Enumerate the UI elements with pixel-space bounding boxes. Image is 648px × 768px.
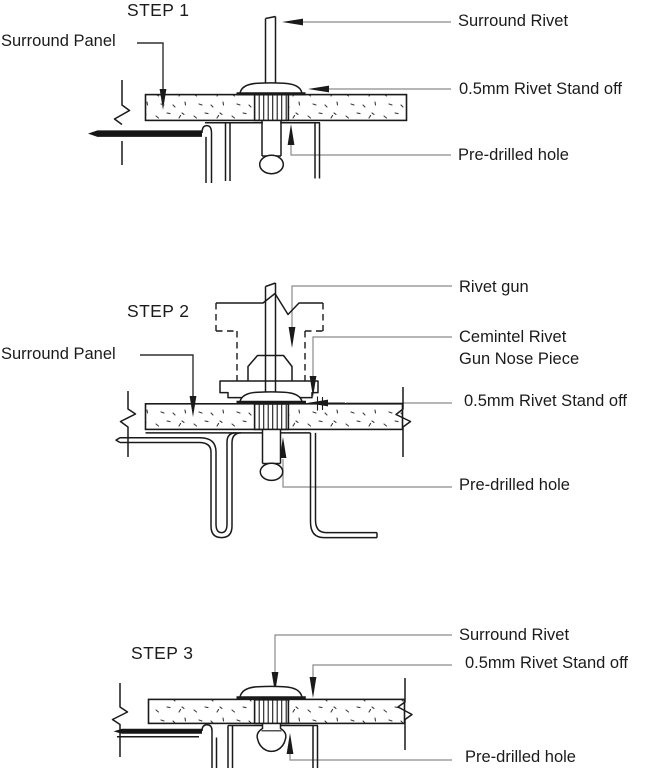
- step2-rivet-tail: [259, 429, 284, 482]
- step3-arrowheads: [271, 672, 317, 754]
- step2-label-rivet-stand-off: 0.5mm Rivet Stand off: [464, 392, 627, 410]
- step2-rivet-gun: [215, 292, 324, 381]
- step1-label-pre-drilled-hole: Pre-drilled hole: [458, 146, 569, 164]
- step3-rivet-ribbed-body: [253, 698, 290, 725]
- step2-break-line-left: [119, 391, 137, 457]
- step3-flashing-strip: [113, 724, 218, 768]
- step3-leader-lines: [274, 634, 452, 761]
- step3-label-rivet-stand-off: 0.5mm Rivet Stand off: [465, 654, 628, 672]
- step2-label-nose-piece-line2: Gun Nose Piece: [459, 350, 580, 368]
- step1-rivet-ribbed-body: [253, 93, 290, 122]
- step1-rivet-dome-head: [239, 82, 303, 94]
- step2-diagram: [115, 282, 452, 539]
- step3-label-pre-drilled-hole: Pre-drilled hole: [465, 748, 576, 766]
- step3-break-line-right: [397, 678, 413, 750]
- step3-rivet-dome-head: [236, 685, 306, 700]
- step2-mandrel-shaft: [264, 282, 277, 393]
- step1-leader-lines: [137, 21, 451, 156]
- step1-label-surround-rivet: Surround Rivet: [458, 12, 569, 30]
- step1-diagram: [88, 15, 451, 183]
- step1-title: STEP 1: [127, 0, 190, 20]
- step2-leader-lines: [140, 285, 452, 488]
- step1-rivet-tail: [258, 120, 285, 175]
- step2-rivet-ribbed-body: [253, 403, 290, 431]
- step2-mandrel-ball: [259, 462, 284, 482]
- step3-diagram: [111, 634, 452, 768]
- step2-furring-channel: [115, 432, 378, 539]
- step2-label-rivet-gun: Rivet gun: [459, 278, 529, 296]
- step2-label-pre-drilled-hole: Pre-drilled hole: [459, 476, 570, 494]
- step1-surround-rivet: [236, 15, 306, 96]
- step2-label-nose-piece-line1: Cemintel Rivet: [459, 328, 567, 346]
- step2-break-line-right: [395, 387, 412, 457]
- step2-rivet-dome-head: [236, 391, 306, 404]
- step1-label-surround-panel: Surround Panel: [1, 32, 116, 50]
- step3-set-rivet-tail: [256, 723, 287, 753]
- step2-label-surround-panel: Surround Panel: [1, 345, 116, 363]
- step1-label-rivet-stand-off: 0.5mm Rivet Stand off: [459, 80, 622, 98]
- step3-label-surround-rivet: Surround Rivet: [459, 626, 570, 644]
- step2-title: STEP 2: [127, 301, 190, 321]
- step1-break-line-left: [113, 80, 131, 165]
- step2-gun-nose-piece: [219, 354, 319, 399]
- step1-flashing-strip: [88, 124, 213, 183]
- step3-break-line-left: [111, 683, 129, 757]
- step1-arrowheads: [159, 18, 329, 145]
- step3-title: STEP 3: [131, 643, 194, 663]
- step1-mandrel-ball: [258, 154, 285, 175]
